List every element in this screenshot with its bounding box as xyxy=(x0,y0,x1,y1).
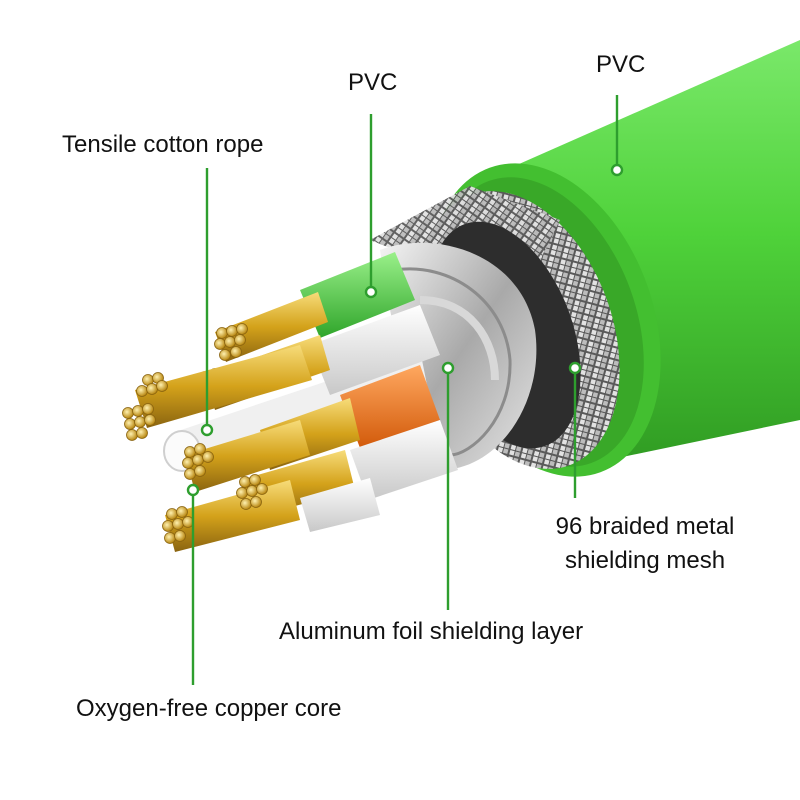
label-aluminum-foil: Aluminum foil shielding layer xyxy=(279,618,584,645)
wire-copper-left xyxy=(122,345,312,441)
wire-white-lower xyxy=(182,420,458,500)
label-pvc-outer: PVC xyxy=(596,51,646,78)
label-tensile-cotton-rope: Tensile cotton rope xyxy=(62,131,264,158)
wire-copper-lower xyxy=(162,450,380,552)
label-braided-mesh-line2: shielding mesh xyxy=(564,547,726,574)
label-copper-core: Oxygen-free copper core xyxy=(76,695,342,722)
wire-green-upper xyxy=(214,252,415,362)
label-braided-mesh: 96 braided metal shielding mesh xyxy=(520,510,770,578)
label-braided-mesh-line1: 96 braided metal xyxy=(555,513,735,540)
leader-lines xyxy=(186,95,624,685)
label-pvc-inner: PVC xyxy=(348,69,398,96)
